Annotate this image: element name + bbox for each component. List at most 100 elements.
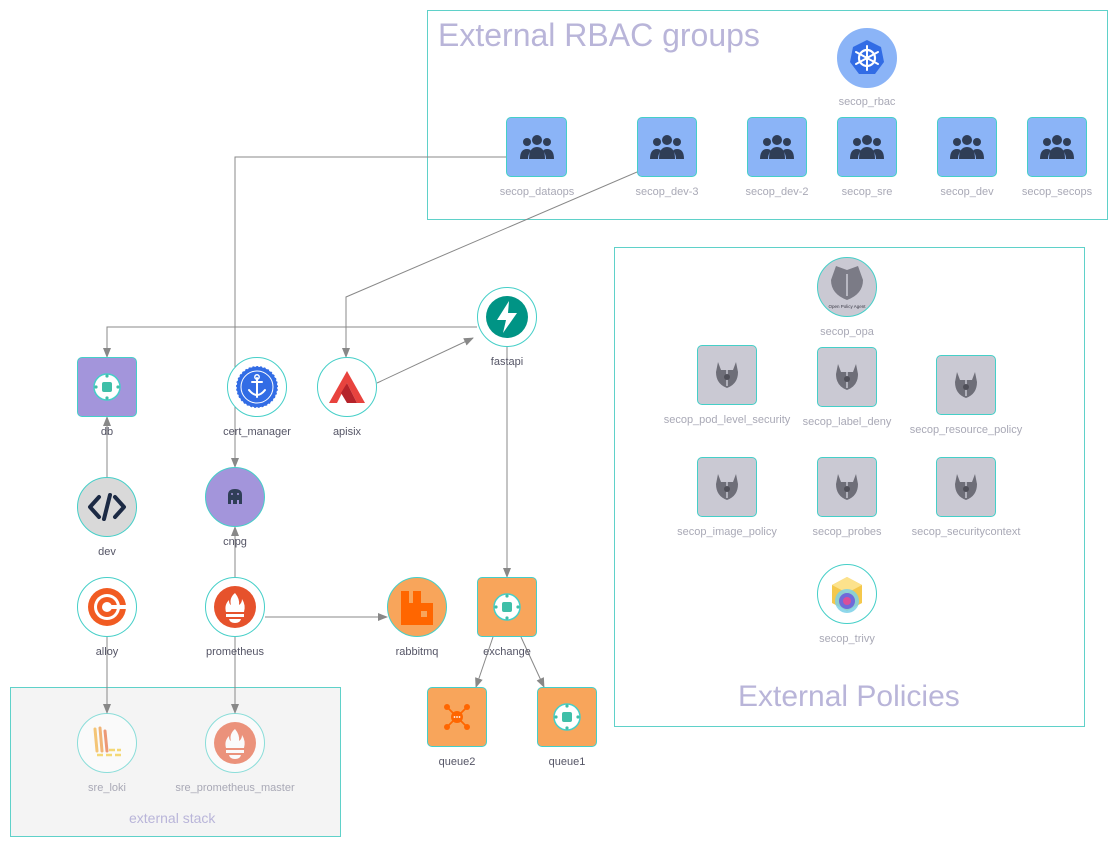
secop-dev-label: secop_dev <box>940 186 994 198</box>
secop-securitycontext-label: secop_securitycontext <box>911 526 1021 538</box>
secop-rbac-node[interactable] <box>837 28 897 88</box>
policies-group: External Policies <box>614 247 1085 727</box>
alloy-node[interactable] <box>77 577 137 637</box>
queue2-node[interactable] <box>427 687 487 747</box>
prometheus-node[interactable] <box>205 577 265 637</box>
rbac-group: External RBAC groups <box>427 10 1108 220</box>
secop-probes-label: secop_probes <box>812 526 882 538</box>
secop-probes-node[interactable] <box>817 457 877 517</box>
prometheus-flame-icon <box>214 586 256 628</box>
external-stack-group: external stack <box>10 687 341 837</box>
opa-logo-text: Open Policy Agent <box>828 304 866 309</box>
edge-apisix-to-fastapi <box>376 337 474 384</box>
cnpg-node[interactable] <box>205 467 265 527</box>
secop-sre-label: secop_sre <box>841 186 893 198</box>
edge-exchange-to-queue2 <box>475 636 494 688</box>
secop-dev2-label: secop_dev-2 <box>745 186 809 198</box>
queue2-label: queue2 <box>438 756 476 768</box>
edge-secop-dataops-to-cnpg <box>231 156 506 468</box>
edge-exchange-to-queue1 <box>520 636 545 688</box>
cert-manager-icon <box>235 365 279 409</box>
secop-sre-node[interactable] <box>837 117 897 177</box>
rbac-group-title: External RBAC groups <box>438 17 760 53</box>
apisix-icon <box>329 371 365 403</box>
secop-pod-level-security-label: secop_pod_level_security <box>663 414 791 426</box>
secop-image-policy-node[interactable] <box>697 457 757 517</box>
edge-fastapi-to-db <box>103 326 477 358</box>
sre-prometheus-master-node[interactable] <box>205 713 265 773</box>
secop-label-deny-label: secop_label_deny <box>802 416 892 428</box>
gatekeeper-viking-icon <box>836 364 858 390</box>
rabbitmq-label: rabbitmq <box>395 646 439 658</box>
loki-icon <box>93 726 121 757</box>
sre-loki-node[interactable] <box>77 713 137 773</box>
trivy-icon <box>832 577 862 613</box>
gatekeeper-viking-icon <box>836 474 858 500</box>
secop-dataops-node[interactable] <box>506 117 567 177</box>
cnpg-label: cnpg <box>223 536 247 548</box>
dev-node[interactable] <box>77 477 137 537</box>
secop-image-policy-label: secop_image_policy <box>677 526 777 538</box>
secop-secops-label: secop_secops <box>1021 186 1093 198</box>
users-group-icon <box>519 135 554 159</box>
secop-opa-node[interactable]: Open Policy Agent <box>817 257 877 317</box>
sre-loki-label: sre_loki <box>88 782 126 794</box>
kubernetes-helm-icon <box>850 40 884 74</box>
elephant-icon <box>228 489 242 504</box>
users-group-icon <box>760 135 794 159</box>
hub-icon <box>493 593 521 621</box>
queue1-label: queue1 <box>548 756 586 768</box>
hub-icon <box>553 703 581 731</box>
hub-icon <box>93 373 121 401</box>
gatekeeper-viking-icon <box>716 362 738 388</box>
prometheus-label: prometheus <box>205 646 265 658</box>
secop-pod-level-security-node[interactable] <box>697 345 757 405</box>
gatekeeper-viking-icon <box>955 474 977 500</box>
lightning-bolt-icon <box>486 296 528 338</box>
exchange-label: exchange <box>483 646 531 658</box>
secop-dev3-node[interactable] <box>637 117 697 177</box>
external-stack-group-title: external stack <box>129 810 216 826</box>
secop-trivy-label: secop_trivy <box>819 633 875 645</box>
open-policy-agent-icon: Open Policy Agent <box>828 266 866 309</box>
users-group-icon <box>950 135 984 159</box>
secop-resource-policy-label: secop_resource_policy <box>909 424 1023 436</box>
edge-secop-dev3-to-apisix <box>342 171 638 358</box>
alloy-spiral-icon <box>88 588 127 626</box>
secop-securitycontext-node[interactable] <box>936 457 996 517</box>
secop-trivy-node[interactable] <box>817 564 877 624</box>
fastapi-node[interactable] <box>477 287 537 347</box>
exchange-node[interactable] <box>477 577 537 637</box>
policies-group-title: External Policies <box>738 680 960 713</box>
users-group-icon <box>850 135 884 159</box>
dev-label: dev <box>98 546 116 558</box>
gatekeeper-viking-icon <box>955 372 977 398</box>
secop-dev2-node[interactable] <box>747 117 807 177</box>
secop-rbac-label: secop_rbac <box>838 96 896 108</box>
fastapi-label: fastapi <box>490 356 524 368</box>
queue1-node[interactable] <box>537 687 597 747</box>
prometheus-flame-icon <box>214 722 256 764</box>
apisix-label: apisix <box>332 426 362 438</box>
secop-dataops-label: secop_dataops <box>499 186 575 198</box>
cert-manager-label: cert_manager <box>223 426 291 438</box>
rabbitmq-node[interactable] <box>387 577 447 637</box>
db-label: db <box>100 426 114 438</box>
db-node[interactable] <box>77 357 137 417</box>
secop-secops-node[interactable] <box>1027 117 1087 177</box>
secop-dev3-label: secop_dev-3 <box>635 186 699 198</box>
sre-prometheus-master-label: sre_prometheus_master <box>175 782 295 794</box>
alloy-label: alloy <box>95 646 119 658</box>
secop-label-deny-node[interactable] <box>817 347 877 407</box>
gatekeeper-viking-icon <box>716 474 738 500</box>
cert-manager-node[interactable] <box>227 357 287 417</box>
secop-dev-node[interactable] <box>937 117 997 177</box>
users-group-icon <box>1040 135 1074 159</box>
users-group-icon <box>650 135 684 159</box>
rabbitmq-icon <box>401 591 433 625</box>
network-nodes-icon <box>444 704 470 730</box>
secop-resource-policy-node[interactable] <box>936 355 996 415</box>
secop-opa-label: secop_opa <box>820 326 874 338</box>
apisix-node[interactable] <box>317 357 377 417</box>
